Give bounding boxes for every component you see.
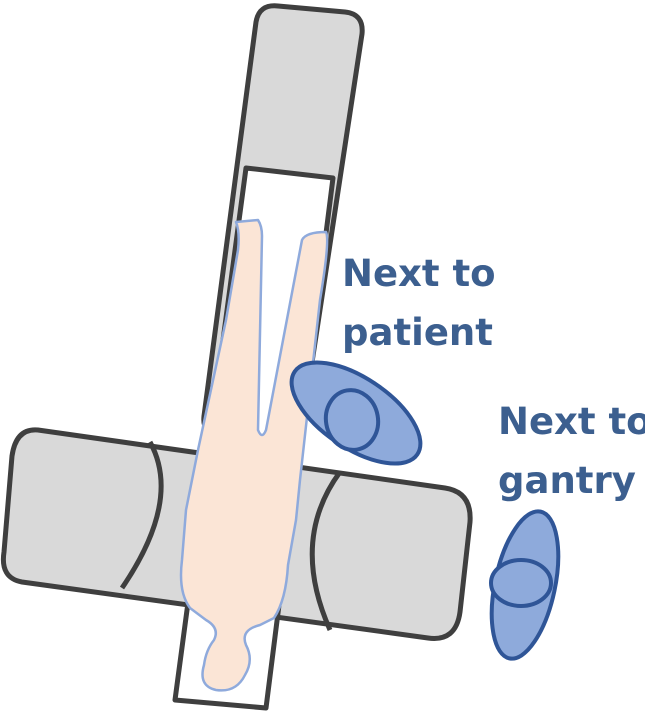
- label-line: patient: [342, 311, 493, 354]
- operator-next-to-patient: [289, 360, 423, 466]
- operator-head: [489, 558, 553, 608]
- operator-next-to-gantry: [489, 509, 561, 661]
- gantry-right-seam: [309, 470, 343, 632]
- label-line: Next to: [498, 400, 645, 443]
- label-next-to-patient: Next to patient: [342, 252, 509, 354]
- operator-head: [323, 388, 381, 452]
- label-next-to-gantry: Next to gantry: [498, 400, 645, 502]
- label-line: gantry: [498, 459, 636, 502]
- patient-silhouette: [179, 218, 329, 692]
- gantry-left-seam: [119, 440, 164, 590]
- label-line: Next to: [342, 252, 496, 295]
